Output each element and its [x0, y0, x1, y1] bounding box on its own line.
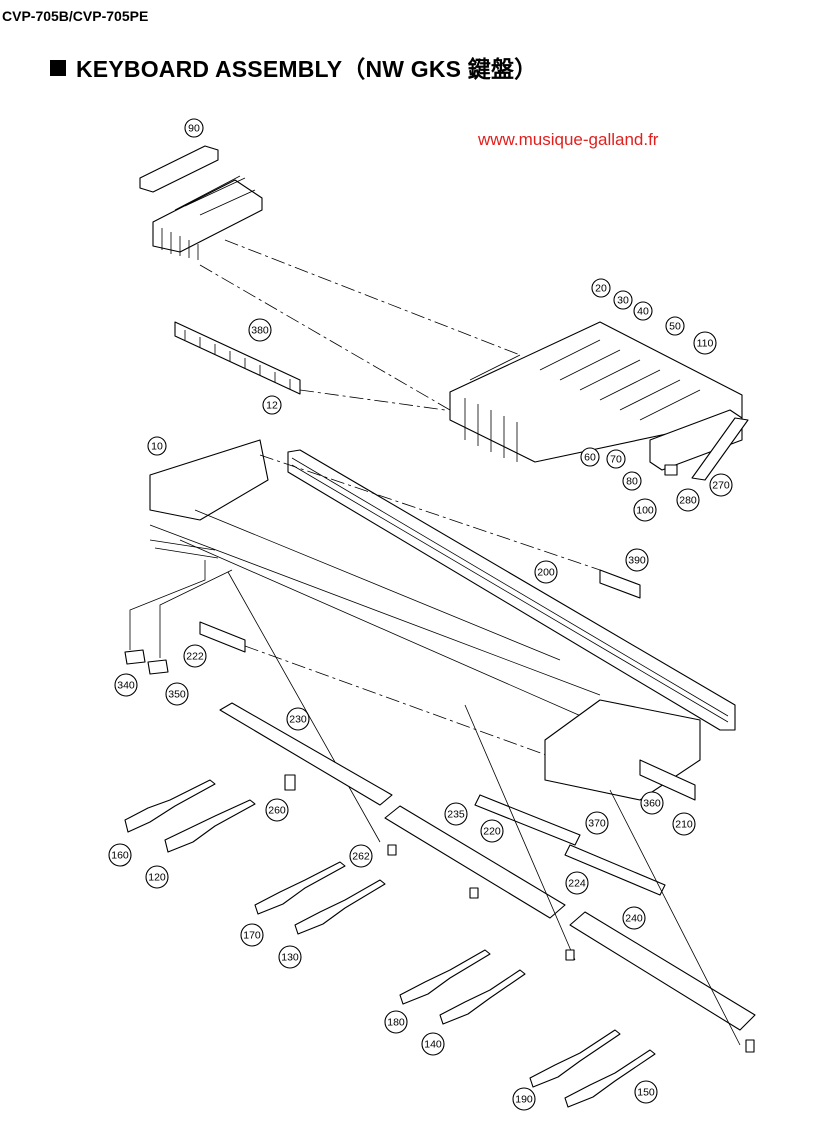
part-callout-200: 200 [534, 560, 558, 584]
square-bullet-icon [50, 60, 66, 76]
part-callout-20: 20 [591, 278, 611, 298]
part-callout-140: 140 [421, 1032, 445, 1056]
part-number-label: 360 [643, 798, 661, 810]
part-number-label: 12 [266, 400, 278, 412]
part-number-label: 190 [515, 1094, 533, 1106]
part-number-label: 70 [610, 454, 622, 466]
part-number-label: 110 [697, 338, 714, 350]
part-number-label: 220 [483, 826, 501, 838]
page-title: KEYBOARD ASSEMBLY（NW GKS 鍵盤） [50, 50, 537, 84]
part-number-label: 260 [268, 805, 286, 817]
part-callout-390: 390 [625, 548, 649, 572]
part-number-label: 20 [595, 283, 607, 295]
part-number-label: 210 [675, 819, 693, 831]
part-number-label: 222 [186, 651, 204, 663]
part-number-label: 350 [168, 689, 186, 701]
part-number-label: 140 [424, 1039, 442, 1051]
part-number-label: 240 [625, 913, 643, 925]
part-callout-370: 370 [585, 811, 609, 835]
part-callout-222: 222 [183, 644, 207, 668]
title-text: KEYBOARD ASSEMBLY（NW GKS 鍵盤） [76, 56, 538, 82]
part-callout-235: 235 [444, 802, 468, 826]
part-callout-170: 170 [240, 923, 264, 947]
part-number-label: 40 [637, 306, 649, 318]
part-callout-10: 10 [147, 436, 167, 456]
part-number-label: 100 [636, 505, 654, 517]
part-number-label: 280 [679, 495, 697, 507]
callouts: 90 20 30 40 50 110 380 12 10 60 70 80 100 280 270 390 20… [108, 118, 733, 1111]
part-callout-220: 220 [480, 819, 504, 843]
part-number-label: 380 [251, 325, 269, 337]
part-callout-262: 262 [349, 844, 373, 868]
part-number-label: 262 [352, 851, 370, 863]
part-callout-240: 240 [622, 906, 646, 930]
part-callout-100: 100 [633, 498, 657, 522]
part-callout-150: 150 [634, 1080, 658, 1104]
part-callout-80: 80 [622, 471, 642, 491]
website-watermark[interactable]: www.musique-galland.fr [478, 130, 659, 149]
part-number-label: 80 [626, 476, 638, 488]
part-callout-360: 360 [640, 791, 664, 815]
part-callout-280: 280 [676, 488, 700, 512]
part-number-label: 200 [537, 567, 555, 579]
part-number-label: 340 [117, 680, 135, 692]
part-callout-380: 380 [248, 318, 272, 342]
part-callout-120: 120 [145, 865, 169, 889]
part-number-label: 130 [281, 952, 299, 964]
part-callout-270: 270 [709, 473, 733, 497]
part-callout-130: 130 [278, 945, 302, 969]
part-callout-224: 224 [565, 871, 589, 895]
model-number: CVP-705B/CVP-705PE [2, 8, 149, 24]
part-callout-180: 180 [384, 1010, 408, 1034]
part-number-label: 230 [289, 714, 307, 726]
part-callout-190: 190 [512, 1087, 536, 1111]
part-number-label: 270 [712, 480, 730, 492]
part-number-label: 60 [584, 452, 596, 464]
part-callout-70: 70 [606, 449, 626, 469]
part-number-label: 50 [669, 321, 681, 333]
part-callout-90: 90 [184, 118, 204, 138]
part-number-label: 120 [148, 872, 166, 884]
part-callout-350: 350 [165, 682, 189, 706]
part-callout-260: 260 [265, 798, 289, 822]
part-callout-230: 230 [286, 707, 310, 731]
part-number-label: 30 [617, 295, 629, 307]
part-callout-40: 40 [633, 301, 653, 321]
part-number-label: 150 [637, 1087, 655, 1099]
part-callout-160: 160 [108, 843, 132, 867]
part-number-label: 90 [188, 123, 200, 135]
part-number-label: 170 [243, 930, 261, 942]
part-number-label: 10 [151, 441, 163, 453]
part-callout-50: 50 [665, 316, 685, 336]
part-number-label: 235 [447, 809, 465, 821]
part-callout-60: 60 [580, 447, 600, 467]
part-number-label: 180 [387, 1017, 405, 1029]
part-number-label: 224 [568, 878, 586, 890]
part-callout-340: 340 [114, 673, 138, 697]
part-callout-110: 110 [693, 331, 717, 355]
part-number-label: 370 [588, 818, 606, 830]
part-callout-12: 12 [262, 395, 282, 415]
part-callout-210: 210 [672, 812, 696, 836]
part-callout-30: 30 [613, 290, 633, 310]
part-number-label: 160 [111, 850, 129, 862]
part-number-label: 390 [628, 555, 646, 567]
drawing-lines [124, 145, 756, 1108]
